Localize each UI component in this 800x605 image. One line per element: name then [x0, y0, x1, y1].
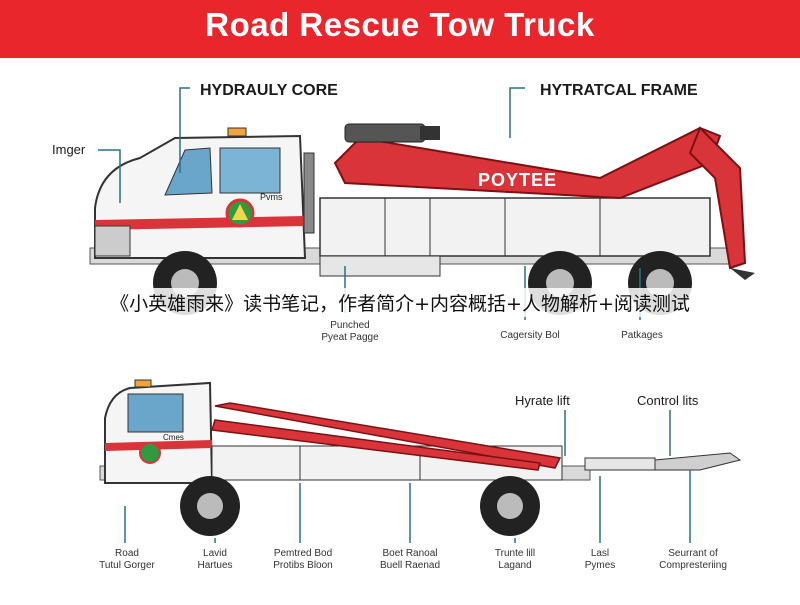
bottom-label-4-line2: Buell Raenad — [379, 560, 441, 571]
top-label-left-line1: Punched — [330, 320, 370, 331]
callout-imger: Imger — [52, 142, 86, 157]
top-tow-truck — [89, 123, 755, 315]
bottom-tow-truck — [99, 379, 742, 536]
top-label-middle: Cagersity Bol — [490, 330, 570, 342]
bottom-label-7: Seurrant of Compresteriing — [648, 548, 738, 572]
bottom-label-1-line1: Road — [115, 548, 139, 559]
bottom-label-5-line1: Trunte lill — [494, 548, 536, 559]
bottom-callout-lines — [124, 410, 691, 543]
bottom-label-2-line2: Hartues — [197, 560, 233, 571]
bottom-label-5: Trunte lill Lagand — [482, 548, 548, 572]
bottom-label-6: Lasl Pymes — [575, 548, 625, 572]
bottom-label-3: Pemtred Bod Protibs Bloon — [263, 548, 343, 572]
bottom-label-4-line1: Boet Ranoal — [382, 548, 438, 559]
bottom-label-1-line2: Tutul Gorger — [99, 560, 155, 571]
top-label-right: Patkages — [612, 330, 672, 342]
tow-truck-diagram: POYTEE Pvms Cmes HYDRAULY CORE HYTRATCAL… — [0, 58, 800, 600]
bottom-label-2: Lavid Hartues — [185, 548, 245, 572]
overlay-caption: 《小英雄雨来》读书笔记，作者简介+内容概括+人物解析+阅读测试 — [0, 288, 800, 317]
bottom-label-1: Road Tutul Gorger — [92, 548, 162, 572]
top-door-logo-text: Pvms — [260, 192, 283, 202]
bottom-label-7-line2: Compresteriing — [659, 560, 727, 571]
bottom-label-2-line1: Lavid — [203, 548, 227, 559]
callout-hydraulic-lift: Hyrate lift — [515, 393, 570, 408]
bottom-label-4: Boet Ranoal Buell Raenad — [370, 548, 450, 572]
bottom-label-6-line2: Pymes — [584, 560, 616, 571]
title-banner: Road Rescue Tow Truck — [0, 0, 800, 58]
top-label-middle-line1: Cagersity Bol — [500, 330, 560, 341]
bottom-door-logo-text: Cmes — [163, 433, 184, 442]
bottom-label-5-line2: Lagand — [498, 560, 532, 571]
bottom-label-3-line2: Protibs Bloon — [273, 560, 333, 571]
top-label-left-line2: Pyeat Pagge — [321, 332, 379, 343]
top-label-right-line1: Patkages — [621, 330, 663, 341]
top-label-left: Punched Pyeat Pagge — [310, 320, 390, 344]
boom-text: POYTEE — [478, 170, 558, 190]
bottom-label-7-line1: Seurrant of — [668, 548, 718, 559]
bottom-label-3-line1: Pemtred Bod — [273, 548, 333, 559]
bottom-label-6-line1: Lasl — [590, 548, 610, 559]
callout-hydraulic-core: HYDRAULY CORE — [200, 82, 338, 99]
page-title: Road Rescue Tow Truck — [205, 6, 595, 43]
callout-control-lifts: Control lits — [637, 393, 699, 408]
callout-hydraulic-frame: HYTRATCAL FRAME — [540, 82, 698, 99]
